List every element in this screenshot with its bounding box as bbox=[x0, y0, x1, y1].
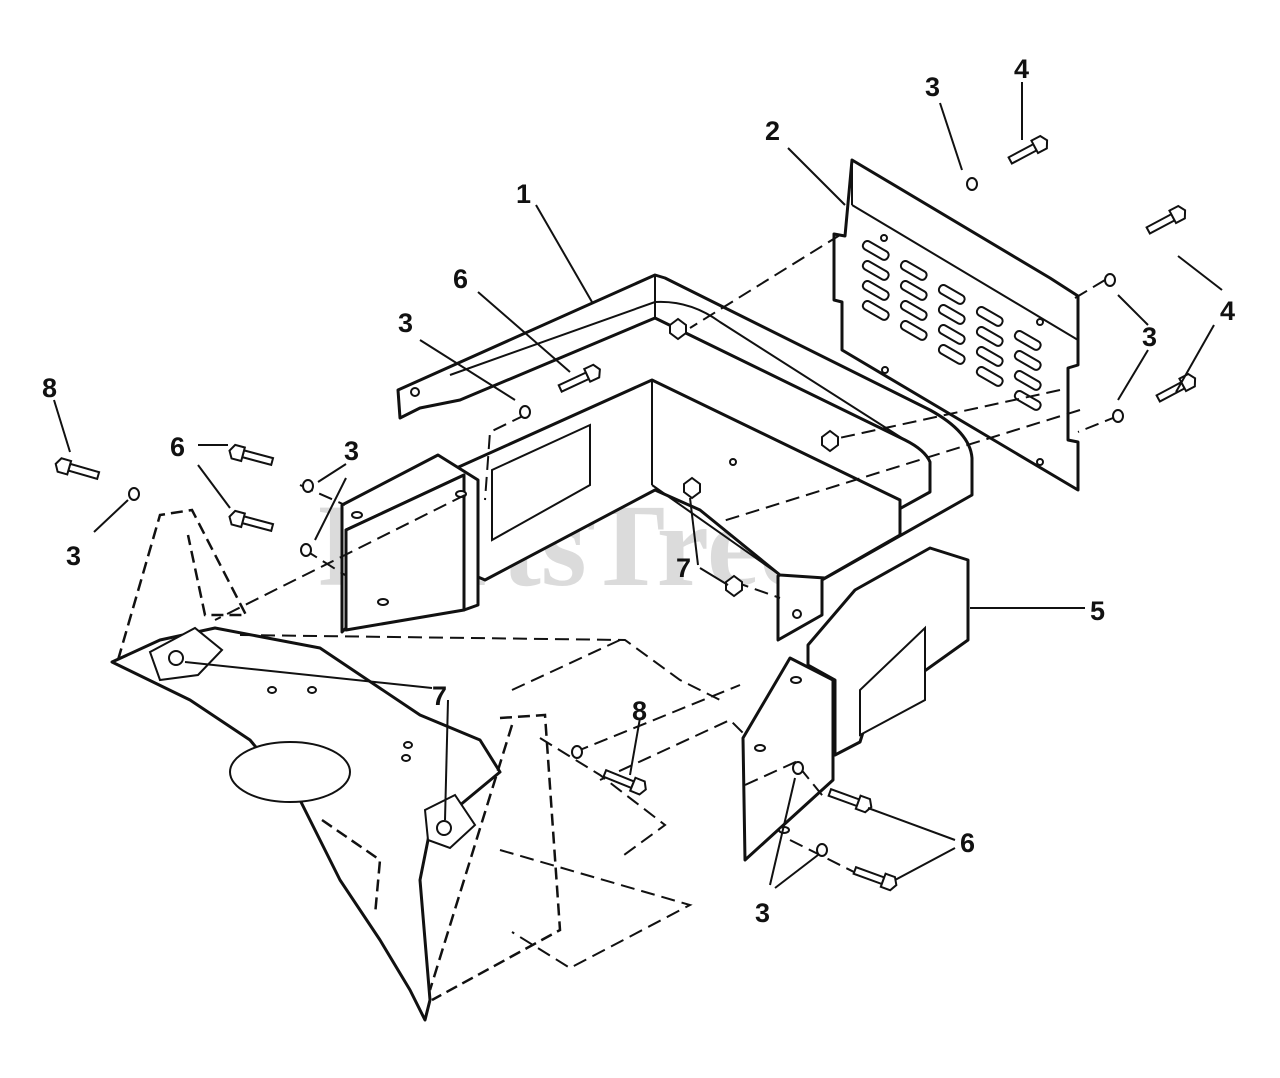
washers-3 bbox=[128, 177, 1124, 857]
tractor-frame bbox=[110, 508, 562, 1022]
bolt-4-upper-right bbox=[1145, 204, 1187, 235]
bolt-6-right-lower bbox=[852, 865, 898, 892]
callout-6: 6 bbox=[960, 828, 975, 858]
part-1-fender bbox=[340, 273, 974, 642]
panel-vent-slots bbox=[861, 240, 1042, 411]
bolt-8-center bbox=[602, 768, 647, 796]
callout-8: 8 bbox=[42, 373, 57, 403]
callout-2: 2 bbox=[765, 116, 780, 146]
callout-7: 7 bbox=[432, 681, 447, 711]
bolt-4-lower-right bbox=[1155, 372, 1197, 403]
callout-3: 3 bbox=[925, 72, 940, 102]
callouts: 1 2 3 4 4 3 6 3 8 6 3 3 7 5 7 8 6 3 bbox=[42, 54, 1235, 928]
part-2-vented-panel bbox=[832, 158, 1080, 492]
bolt-6-left-upper bbox=[228, 443, 275, 467]
bolt-8-left bbox=[54, 457, 101, 481]
bolt-6-center bbox=[557, 363, 601, 393]
callout-4: 4 bbox=[1014, 54, 1029, 84]
callout-8: 8 bbox=[632, 696, 647, 726]
hardware bbox=[54, 134, 1197, 892]
callout-4: 4 bbox=[1220, 296, 1235, 326]
callout-3: 3 bbox=[755, 898, 770, 928]
bolt-6-right-upper bbox=[827, 787, 873, 814]
leader-lines bbox=[53, 82, 1223, 889]
callout-6: 6 bbox=[453, 264, 468, 294]
bolt-4-top bbox=[1007, 134, 1049, 165]
callout-3: 3 bbox=[344, 436, 359, 466]
part-5-side-fender bbox=[741, 546, 970, 862]
callout-3: 3 bbox=[398, 308, 413, 338]
callout-5: 5 bbox=[1090, 596, 1105, 626]
callout-7: 7 bbox=[676, 553, 691, 583]
callout-1: 1 bbox=[516, 179, 531, 209]
callout-6: 6 bbox=[170, 432, 185, 462]
callout-3: 3 bbox=[1142, 322, 1157, 352]
nuts-7 bbox=[669, 317, 839, 598]
callout-3: 3 bbox=[66, 541, 81, 571]
bolt-6-left-lower bbox=[228, 509, 275, 533]
